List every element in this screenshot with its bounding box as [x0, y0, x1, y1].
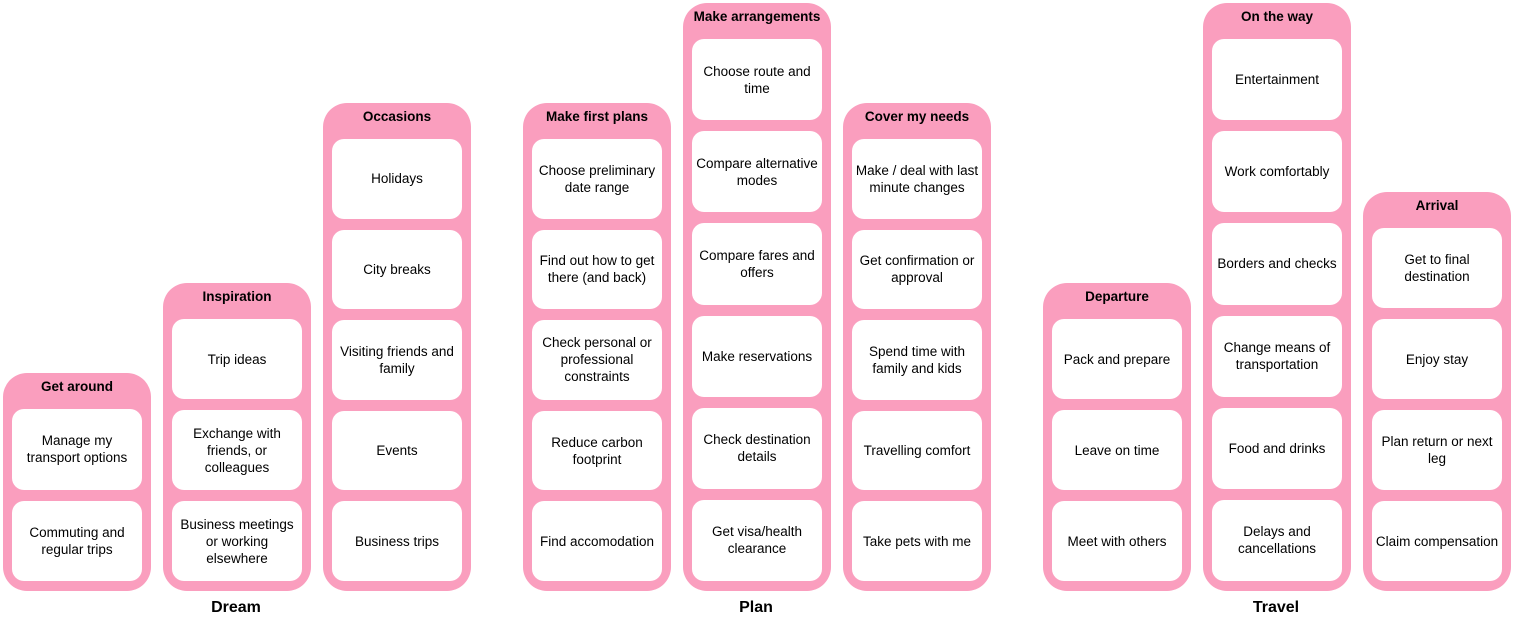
column-title-departure: Departure	[1085, 289, 1149, 304]
card[interactable]: Spend time with family and kids	[852, 320, 982, 400]
card[interactable]: Check destination details	[692, 407, 822, 489]
card[interactable]: Business meetings or working elsewhere	[172, 501, 302, 581]
column-title-make-first-plans: Make first plans	[545, 109, 649, 124]
card[interactable]: Meet with others	[1052, 501, 1182, 581]
column-title-arrival: Arrival	[1415, 198, 1459, 213]
phase-label-travel: Travel	[1252, 599, 1300, 616]
card[interactable]: Manage my transport options	[12, 409, 142, 490]
card[interactable]: City breaks	[332, 229, 462, 310]
card[interactable]: Take pets with me	[852, 501, 982, 581]
card[interactable]: Get confirmation or approval	[852, 229, 982, 310]
card[interactable]: Commuting and regular trips	[12, 500, 142, 581]
card[interactable]: Compare alternative modes	[692, 131, 822, 213]
card[interactable]: Make reservations	[692, 315, 822, 397]
card[interactable]: Leave on time	[1052, 410, 1182, 490]
card[interactable]: Travelling comfort	[852, 410, 982, 491]
card[interactable]: Plan return or next leg	[1372, 410, 1502, 490]
phase-label-dream: Dream	[211, 599, 261, 616]
card[interactable]: Choose preliminary date range	[532, 139, 662, 219]
card[interactable]: Find out how to get there (and back)	[532, 229, 662, 310]
column-title-cover-my-needs: Cover my needs	[864, 109, 970, 124]
card[interactable]: Get visa/health clearance	[692, 499, 822, 582]
card[interactable]: Visiting friends and family	[332, 320, 462, 400]
card[interactable]: Make / deal with last minute changes	[852, 139, 982, 219]
card[interactable]: Food and drinks	[1212, 407, 1342, 489]
card[interactable]: Check personal or professional constrain…	[532, 320, 662, 400]
card[interactable]: Holidays	[332, 139, 462, 219]
card[interactable]: Claim compensation	[1372, 501, 1502, 581]
card[interactable]: Find accomodation	[532, 501, 662, 581]
card[interactable]: Change means of transportation	[1212, 315, 1342, 397]
column-title-inspiration: Inspiration	[202, 289, 272, 304]
card[interactable]: Compare fares and offers	[692, 223, 822, 305]
card[interactable]: Enjoy stay	[1372, 319, 1502, 399]
card[interactable]: Events	[332, 410, 462, 491]
card[interactable]: Trip ideas	[172, 319, 302, 399]
card[interactable]: Get to final destination	[1372, 228, 1502, 308]
card[interactable]: Work comfortably	[1212, 131, 1342, 213]
card[interactable]: Exchange with friends, or colleagues	[172, 410, 302, 490]
column-title-occasions: Occasions	[362, 109, 432, 124]
card[interactable]: Choose route and time	[692, 39, 822, 121]
card[interactable]: Reduce carbon footprint	[532, 410, 662, 491]
column-title-make-arrangements: Make arrangements	[693, 9, 821, 24]
card[interactable]: Entertainment	[1212, 39, 1342, 121]
card[interactable]: Business trips	[332, 501, 462, 581]
card[interactable]: Delays and cancellations	[1212, 499, 1342, 582]
card[interactable]: Borders and checks	[1212, 223, 1342, 305]
card[interactable]: Pack and prepare	[1052, 319, 1182, 399]
column-title-get-around: Get around	[40, 379, 113, 394]
phase-label-plan: Plan	[739, 599, 773, 616]
column-title-on-the-way: On the way	[1240, 9, 1313, 24]
